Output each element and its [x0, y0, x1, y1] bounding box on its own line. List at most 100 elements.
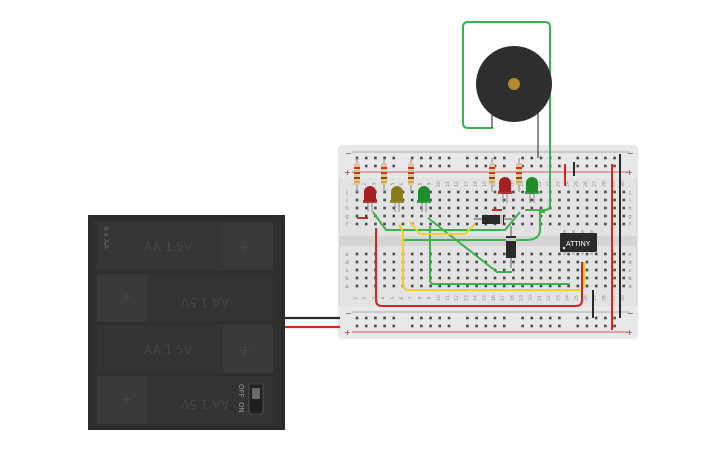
breadboard-hole[interactable] [558, 198, 561, 202]
led-red-2[interactable] [498, 177, 512, 203]
breadboard-hole[interactable] [410, 190, 414, 194]
rail-hole[interactable] [364, 164, 368, 168]
breadboard-hole[interactable] [576, 260, 580, 264]
breadboard-hole[interactable] [530, 268, 534, 272]
breadboard-hole[interactable] [447, 268, 451, 272]
rail-hole[interactable] [475, 324, 478, 328]
breadboard-hole[interactable] [466, 268, 469, 272]
breadboard-hole[interactable] [438, 260, 442, 264]
rail-hole[interactable] [521, 316, 524, 320]
breadboard-hole[interactable] [466, 214, 469, 218]
breadboard-hole[interactable] [585, 252, 589, 256]
breadboard-hole[interactable] [585, 214, 589, 218]
breadboard-hole[interactable] [576, 190, 580, 194]
breadboard-hole[interactable] [438, 198, 442, 202]
breadboard-hole[interactable] [530, 284, 534, 288]
breadboard-hole[interactable] [567, 214, 570, 218]
breadboard-hole[interactable] [355, 268, 359, 272]
breadboard-hole[interactable] [594, 190, 598, 194]
rail-hole[interactable] [530, 324, 534, 328]
breadboard-hole[interactable] [576, 252, 580, 256]
rail-hole[interactable] [604, 324, 607, 328]
breadboard-hole[interactable] [410, 284, 414, 288]
rail-hole[interactable] [548, 316, 552, 320]
rail-hole[interactable] [576, 156, 580, 160]
rail-hole[interactable] [438, 164, 442, 168]
breadboard-hole[interactable] [466, 198, 469, 202]
breadboard-hole[interactable] [585, 276, 589, 280]
rail-hole[interactable] [447, 156, 451, 160]
breadboard-hole[interactable] [484, 252, 488, 256]
breadboard-hole[interactable] [613, 206, 616, 210]
attiny-chip[interactable]: ATTINY [560, 230, 597, 255]
breadboard-hole[interactable] [613, 222, 616, 226]
breadboard-hole[interactable] [364, 222, 368, 226]
rail-hole[interactable] [466, 164, 469, 168]
breadboard-hole[interactable] [539, 260, 543, 264]
breadboard-hole[interactable] [567, 268, 570, 272]
breadboard-hole[interactable] [456, 214, 460, 218]
breadboard-hole[interactable] [447, 284, 451, 288]
breadboard-hole[interactable] [392, 260, 396, 264]
breadboard-hole[interactable] [558, 276, 561, 280]
breadboard-hole[interactable] [622, 252, 626, 256]
breadboard-hole[interactable] [456, 268, 460, 272]
breadboard-hole[interactable] [604, 284, 607, 288]
rail-hole[interactable] [364, 316, 368, 320]
rail-hole[interactable] [576, 316, 580, 320]
breadboard-hole[interactable] [364, 214, 368, 218]
breadboard-hole[interactable] [374, 206, 377, 210]
breadboard-hole[interactable] [364, 276, 368, 280]
breadboard-hole[interactable] [576, 214, 580, 218]
breadboard-hole[interactable] [604, 252, 607, 256]
breadboard-hole[interactable] [576, 268, 580, 272]
breadboard-hole[interactable] [539, 276, 543, 280]
breadboard-hole[interactable] [548, 260, 552, 264]
breadboard-hole[interactable] [539, 190, 543, 194]
rail-hole[interactable] [374, 324, 377, 328]
breadboard-hole[interactable] [420, 222, 423, 226]
breadboard-hole[interactable] [429, 206, 432, 210]
rail-hole[interactable] [383, 324, 386, 328]
breadboard-hole[interactable] [493, 206, 497, 210]
rail-hole[interactable] [429, 156, 432, 160]
led-red-1[interactable] [363, 186, 377, 212]
breadboard-hole[interactable] [410, 268, 414, 272]
breadboard-hole[interactable] [604, 198, 607, 202]
rail-hole[interactable] [438, 324, 442, 328]
rail-hole[interactable] [585, 164, 589, 168]
breadboard-hole[interactable] [410, 214, 414, 218]
breadboard-hole[interactable] [594, 222, 598, 226]
breadboard-hole[interactable] [456, 260, 460, 264]
breadboard-hole[interactable] [585, 284, 589, 288]
breadboard-hole[interactable] [604, 214, 607, 218]
breadboard-hole[interactable] [585, 206, 589, 210]
breadboard-hole[interactable] [539, 268, 543, 272]
rail-hole[interactable] [410, 156, 414, 160]
breadboard-hole[interactable] [594, 252, 598, 256]
breadboard-hole[interactable] [530, 222, 534, 226]
breadboard-hole[interactable] [410, 276, 414, 280]
breadboard-hole[interactable] [438, 276, 442, 280]
breadboard-hole[interactable] [576, 222, 580, 226]
breadboard-hole[interactable] [594, 268, 598, 272]
breadboard-hole[interactable] [420, 260, 423, 264]
rail-hole[interactable] [392, 164, 396, 168]
rail-hole[interactable] [502, 316, 506, 320]
breadboard-hole[interactable] [539, 252, 543, 256]
breadboard-hole[interactable] [475, 252, 478, 256]
breadboard-hole[interactable] [613, 190, 616, 194]
breadboard-hole[interactable] [604, 276, 607, 280]
breadboard-hole[interactable] [484, 206, 488, 210]
breadboard-hole[interactable] [502, 268, 506, 272]
breadboard-hole[interactable] [604, 268, 607, 272]
breadboard-hole[interactable] [548, 214, 552, 218]
breadboard-hole[interactable] [558, 214, 561, 218]
rail-hole[interactable] [420, 164, 423, 168]
breadboard-hole[interactable] [585, 260, 589, 264]
breadboard-hole[interactable] [493, 198, 497, 202]
rail-hole[interactable] [493, 324, 497, 328]
breadboard-hole[interactable] [466, 222, 469, 226]
breadboard-hole[interactable] [447, 214, 451, 218]
breadboard-hole[interactable] [410, 198, 414, 202]
